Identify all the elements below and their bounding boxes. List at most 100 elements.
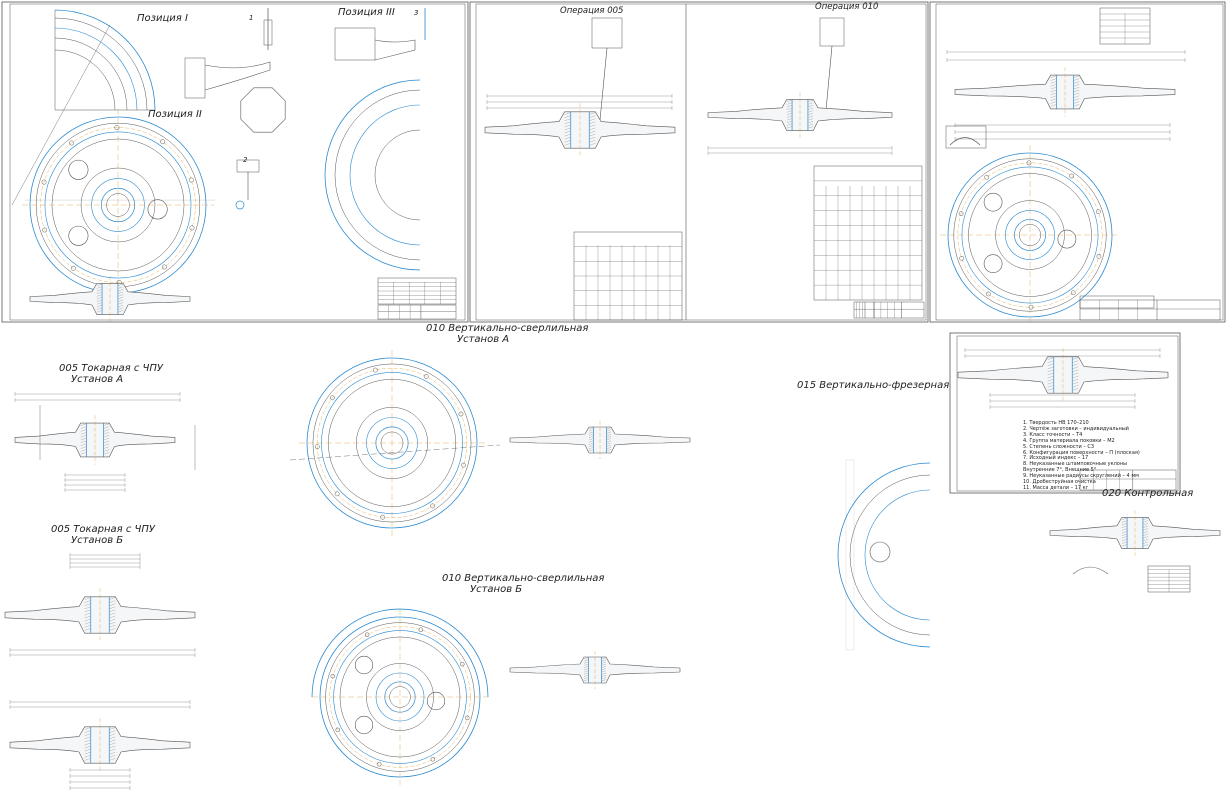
hatch-line [109, 748, 116, 752]
hatch-line [606, 429, 612, 432]
hatch-line [589, 143, 596, 146]
bolt-hole [1069, 173, 1074, 179]
hatch-line [1047, 388, 1054, 391]
hatch-line [1142, 544, 1149, 547]
hatch-line [786, 110, 793, 113]
requirement-line: 7. Исходный индекс – 17 [1023, 455, 1089, 462]
hatch-line [103, 452, 110, 455]
hatch-line [588, 442, 594, 445]
requirement-line: 4. Группа материала поковки – М2 [1023, 437, 1115, 444]
hatch-line [588, 429, 594, 432]
pos3-arc [374, 129, 421, 221]
hatch-line [589, 133, 596, 137]
hatch-line [109, 727, 116, 730]
hatch-line [606, 436, 612, 438]
hatch-line [583, 659, 589, 662]
lightening-hole [354, 655, 374, 675]
hatch-line [589, 124, 596, 128]
pos1-arc [54, 27, 138, 111]
view-turning-a-title: 005 Токарная с ЧПУ [59, 363, 164, 374]
hatch-line [1073, 75, 1080, 78]
hatch-line [1073, 98, 1080, 101]
bolt-hole [330, 395, 335, 401]
hatch-line [80, 440, 87, 444]
hatch-line [109, 733, 116, 736]
hatch-line [84, 730, 91, 733]
spindle-005 [591, 17, 623, 49]
hatch-line [1047, 372, 1054, 376]
hatch-line [1072, 369, 1079, 373]
hatch-line [109, 615, 116, 619]
hatch-line [807, 102, 814, 105]
hatch-line [1072, 366, 1079, 369]
hatch-line [807, 99, 814, 102]
lightening-hole [983, 254, 1003, 274]
hatch-line [103, 440, 110, 444]
hatch-line [84, 736, 91, 739]
hatch-line [807, 126, 814, 129]
lightening-hole [426, 691, 446, 711]
hatch-line [84, 612, 91, 616]
hatch-line [103, 429, 110, 432]
hatch-line [1050, 98, 1057, 101]
hatch-line [96, 302, 103, 305]
sheet-2-inner-frame [475, 3, 927, 321]
sheet3-detail [949, 137, 981, 146]
bolt-hole [1026, 160, 1032, 166]
title-block [853, 301, 875, 319]
hatch-line [583, 672, 589, 675]
hatch-line [606, 431, 612, 434]
hatch-line [1121, 536, 1128, 539]
hatch-line [1072, 372, 1079, 376]
bolt-hole [984, 174, 990, 180]
hatch-line [1072, 375, 1079, 379]
hatch-line [117, 302, 124, 305]
tool-tip [235, 200, 245, 210]
operation-010-title: Операция 010 [815, 2, 879, 12]
mill-edge [845, 459, 855, 651]
requirement-line: 6. Конфигурация поверхности – П (плоская… [1023, 449, 1140, 456]
hatch-line [583, 666, 589, 668]
bolt-hole [314, 444, 320, 450]
bolt-hole [41, 179, 47, 185]
hatch-line [589, 127, 596, 131]
hatch-line [80, 446, 87, 449]
callout-mark-3: 3 [414, 9, 419, 17]
hatch-line [84, 751, 91, 755]
hatch-line [1121, 541, 1128, 544]
sheet3-detail [945, 125, 987, 149]
hatch-line [1121, 528, 1128, 531]
hatch-line [1047, 366, 1054, 369]
hatch-line [1050, 84, 1057, 87]
hatch-line [807, 120, 814, 124]
hatch-line [1072, 385, 1079, 388]
pos1-arc [54, 49, 116, 111]
hatch-line [601, 668, 607, 671]
hatch-line [1121, 520, 1128, 523]
hatch-line [564, 140, 571, 143]
hatch-line [1050, 92, 1057, 96]
position-2-title: Позиция II [148, 109, 202, 120]
callout-mark-2: 2 [243, 156, 248, 164]
hatch-line [96, 310, 103, 313]
hatch-line [109, 603, 116, 606]
hatch-line [1121, 525, 1128, 528]
hatch-line [117, 304, 124, 308]
sheet-3-inner-frame [935, 3, 1224, 321]
hatch-line [1121, 517, 1128, 520]
hatch-line [84, 625, 91, 628]
hatch-line [117, 286, 124, 289]
hatch-line [606, 442, 612, 445]
tool-holder [236, 159, 260, 173]
hatch-line [109, 745, 116, 749]
hatch-line [1047, 363, 1054, 366]
hatch-line [564, 136, 571, 140]
hatch-line [564, 127, 571, 131]
hatch-line [117, 307, 124, 310]
hatch-line [786, 99, 793, 102]
hatch-line [588, 447, 594, 449]
hatch-line [601, 663, 607, 666]
hatch-line [1050, 89, 1057, 93]
title-block [873, 301, 925, 319]
hatch-line [589, 115, 596, 118]
